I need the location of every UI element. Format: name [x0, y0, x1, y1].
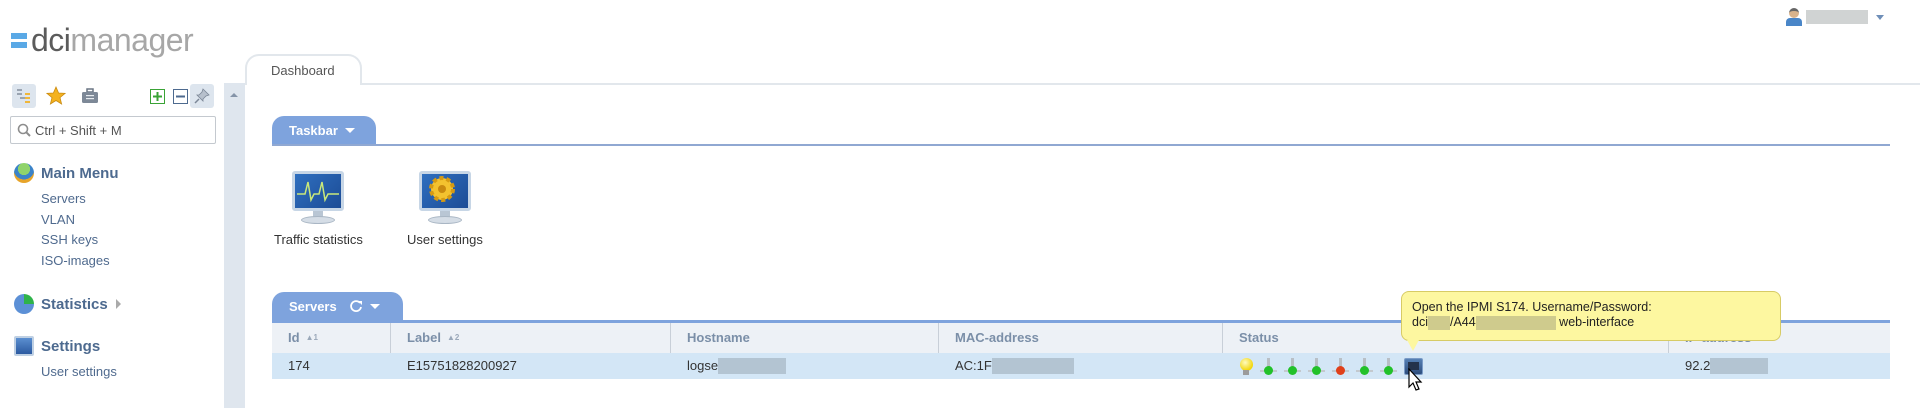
cell-id: 174	[288, 358, 310, 373]
user-settings-gear-monitor-icon	[416, 168, 474, 226]
menu-group-main: Main Menu Servers VLAN SSH keys ISO-imag…	[14, 161, 119, 271]
taskbar-item-traffic-statistics[interactable]: Traffic statistics	[274, 168, 363, 247]
chevron-down-icon[interactable]	[344, 127, 355, 133]
user-menu[interactable]	[1786, 8, 1884, 26]
menu-search-input[interactable]	[35, 122, 205, 138]
column-header-mac-address[interactable]: MAC-address	[939, 323, 1223, 353]
logo-text-dci: dci	[31, 22, 71, 58]
tab-bar-line	[245, 83, 1920, 85]
ipmi-tooltip: Open the IPMI S174. Username/Password: d…	[1401, 291, 1781, 351]
menu-head-settings[interactable]: Settings	[14, 334, 117, 358]
favorites-button[interactable]	[44, 84, 68, 108]
cell-hostname: logse	[671, 353, 939, 379]
chevron-up-icon[interactable]	[230, 93, 238, 97]
logo-mark-icon	[11, 32, 27, 48]
servers-divider	[272, 320, 1890, 323]
cell-label: E15751828200927	[407, 358, 517, 373]
tree-view-button[interactable]	[12, 84, 36, 108]
user-avatar-icon	[1786, 8, 1802, 26]
collapse-all-icon	[172, 88, 188, 104]
collapse-all-button[interactable]	[168, 84, 192, 108]
redacted-block	[718, 358, 787, 374]
menu-group-settings: Settings User settings	[14, 334, 117, 383]
port-up-icon[interactable]	[1308, 357, 1325, 375]
cell-ip-address: 92.2	[1669, 353, 1890, 379]
sidebar-item-iso-images[interactable]: ISO-images	[41, 252, 110, 268]
port-up-icon[interactable]	[1260, 357, 1277, 375]
cell-mac-address: AC:1F	[939, 353, 1223, 379]
taskbar-section-tab[interactable]: Taskbar	[272, 116, 376, 144]
redacted-block	[1475, 315, 1556, 330]
sort-asc-icon: ▲2	[446, 333, 460, 342]
chevron-down-icon[interactable]	[369, 303, 380, 309]
tab-dashboard[interactable]: Dashboard	[245, 54, 362, 85]
user-name-redacted	[1806, 10, 1868, 24]
expand-all-button[interactable]	[145, 84, 169, 108]
sidebar-item-user-settings[interactable]: User settings	[41, 364, 117, 379]
menu-group-statistics: Statistics	[14, 292, 121, 316]
tree-view-icon	[17, 89, 30, 103]
main-menu-globe-icon	[14, 163, 34, 183]
chevron-down-icon	[1876, 14, 1884, 20]
sidebar-item-vlan[interactable]: VLAN	[41, 211, 75, 227]
redacted-block	[1427, 315, 1450, 330]
port-up-icon[interactable]	[1356, 357, 1373, 375]
logo-text-manager: manager	[70, 22, 194, 58]
power-on-bulb-icon[interactable]	[1239, 357, 1253, 375]
search-icon	[17, 123, 31, 137]
menu-search-field[interactable]	[10, 116, 216, 144]
briefcase-icon	[82, 88, 98, 103]
pin-sidebar-button[interactable]	[190, 84, 214, 108]
sidebar-item-ssh-keys[interactable]: SSH keys	[41, 232, 99, 247]
star-icon	[46, 86, 66, 105]
cell-status	[1223, 353, 1669, 379]
chevron-right-icon	[115, 299, 121, 309]
refresh-icon[interactable]	[349, 299, 363, 313]
column-header-label[interactable]: Label▲2	[391, 323, 671, 353]
pin-icon	[194, 88, 210, 104]
sidebar: Main Menu Servers VLAN SSH keys ISO-imag…	[0, 78, 224, 408]
mouse-pointer-icon	[1408, 368, 1423, 391]
sort-asc-icon: ▲1	[305, 333, 318, 342]
statistics-pie-icon	[14, 294, 34, 314]
redacted-block	[991, 358, 1074, 374]
taskbar-item-user-settings[interactable]: User settings	[407, 168, 483, 247]
sidebar-toolbar	[12, 84, 216, 108]
table-row[interactable]: 174 E15751828200927 logse AC:1F 92.2	[272, 353, 1890, 379]
servers-section-tab[interactable]: Servers	[272, 292, 403, 320]
traffic-statistics-monitor-icon	[289, 168, 347, 226]
briefcase-button[interactable]	[78, 84, 102, 108]
sidebar-collapse-strip[interactable]	[224, 83, 245, 408]
menu-head-statistics[interactable]: Statistics	[14, 292, 121, 316]
menu-head-main-menu[interactable]: Main Menu	[14, 161, 119, 185]
column-header-id[interactable]: Id▲1	[272, 323, 391, 353]
port-up-icon[interactable]	[1284, 357, 1301, 375]
sidebar-item-servers[interactable]: Servers	[41, 191, 86, 206]
settings-monitor-icon	[14, 336, 34, 356]
port-down-icon[interactable]	[1332, 357, 1349, 375]
dcimanager-logo[interactable]: dcimanager	[11, 22, 194, 58]
port-up-icon[interactable]	[1380, 357, 1397, 375]
column-header-hostname[interactable]: Hostname	[671, 323, 939, 353]
expand-all-icon	[149, 88, 165, 104]
redacted-block	[1710, 358, 1769, 374]
taskbar-divider	[272, 144, 1890, 146]
